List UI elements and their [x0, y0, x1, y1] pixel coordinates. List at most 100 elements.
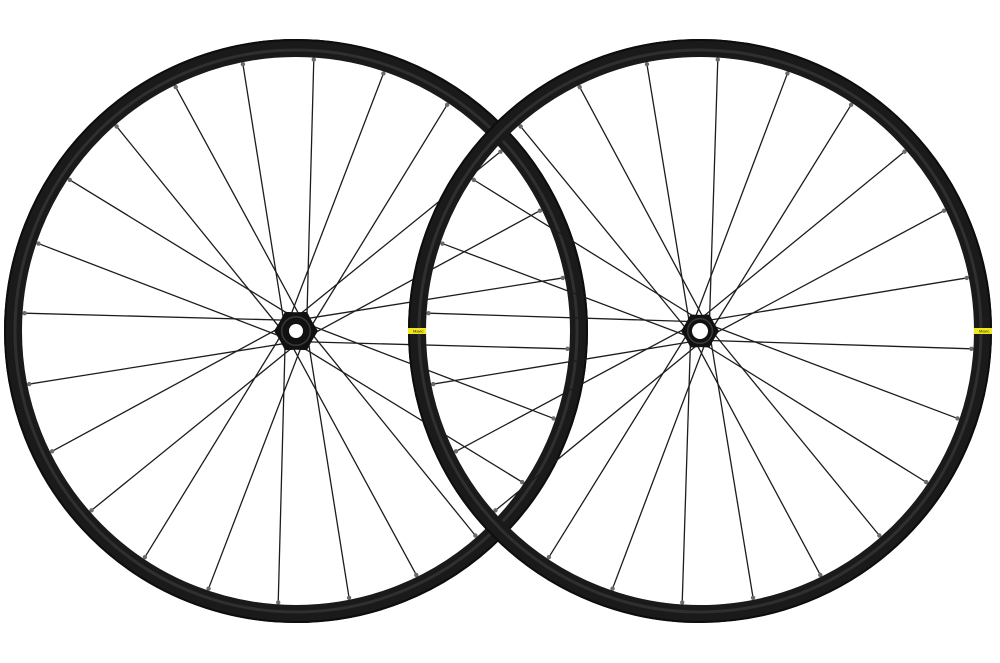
- spoke: [311, 333, 476, 537]
- spoke-nipple: [67, 177, 73, 183]
- yellow-decal: [974, 328, 992, 334]
- spoke: [708, 277, 968, 321]
- hub: [681, 314, 719, 348]
- spoke: [708, 58, 719, 322]
- spoke-nipple: [473, 533, 478, 538]
- spoke: [242, 63, 285, 322]
- spoke-nipple: [414, 572, 419, 578]
- spoke: [310, 324, 555, 420]
- spoke: [520, 125, 687, 330]
- spoke-nipple: [551, 416, 556, 421]
- spoke: [579, 86, 704, 318]
- spoke-nipple: [644, 62, 650, 67]
- spoke-nipple: [114, 124, 119, 129]
- spoke: [611, 343, 706, 590]
- spoke-nipple: [818, 572, 823, 578]
- spoke-nipple: [577, 84, 582, 90]
- spoke: [427, 312, 691, 323]
- spoke: [37, 242, 282, 338]
- spoke: [90, 346, 294, 511]
- spoke-nipple: [89, 508, 94, 513]
- spoke-nipple: [49, 449, 55, 454]
- spoke-nipple: [785, 71, 790, 76]
- spoke: [709, 339, 973, 350]
- spoke: [144, 335, 282, 558]
- spoke: [51, 326, 282, 452]
- spoke-nipple: [431, 381, 436, 387]
- left-wheel: [4, 39, 588, 623]
- spoke: [23, 312, 285, 321]
- spoke: [713, 332, 880, 537]
- spoke: [701, 151, 906, 318]
- spoke-nipple: [955, 416, 960, 421]
- spoke-nipple: [381, 71, 386, 76]
- spoke-nipple: [750, 595, 756, 600]
- rim-decal: Mavic Mavic: [408, 328, 992, 334]
- spoke-nipple: [426, 311, 431, 316]
- spoke-nipple: [206, 586, 211, 591]
- spoke-nipple: [560, 275, 565, 281]
- spoke-nipple: [493, 508, 498, 513]
- spoke: [175, 86, 301, 317]
- spoke-nipple: [27, 381, 32, 387]
- spoke-nipple: [877, 533, 882, 538]
- spoke: [646, 63, 690, 323]
- spoke: [681, 340, 692, 604]
- yellow-decal: [408, 328, 426, 334]
- spoke-nipple: [964, 275, 969, 281]
- axle-hole: [289, 324, 303, 338]
- decal-label: Mavic: [979, 329, 989, 334]
- spoke: [289, 72, 385, 317]
- spoke-nipple: [444, 102, 450, 108]
- spoke-nipple: [902, 149, 907, 154]
- axle-hole: [692, 323, 708, 339]
- spoke-nipple: [969, 346, 974, 351]
- spoke: [116, 125, 281, 329]
- spoke: [300, 345, 523, 483]
- spoke: [307, 340, 350, 599]
- decal-label: Mavic: [413, 329, 423, 334]
- spoke: [713, 210, 945, 335]
- spoke-nipple: [519, 479, 525, 485]
- spoke-nipple: [498, 149, 503, 154]
- spoke-nipple: [537, 208, 543, 213]
- spoke: [494, 344, 699, 511]
- spoke: [207, 345, 303, 590]
- right-wheel: Mavic Mavic: [408, 39, 992, 623]
- spoke-nipple: [546, 554, 552, 560]
- spoke-nipple: [346, 595, 352, 600]
- spoke-nipple: [142, 554, 148, 560]
- spoke-nipple: [715, 57, 720, 62]
- spoke-nipple: [22, 311, 27, 316]
- spoke: [712, 325, 959, 420]
- spoke-nipple: [923, 479, 929, 485]
- spoke-nipple: [848, 102, 854, 108]
- spoke-nipple: [440, 241, 445, 246]
- spoke-nipple: [36, 241, 41, 246]
- spoke: [69, 179, 292, 317]
- spoke: [694, 72, 789, 319]
- spoke-nipple: [173, 84, 178, 90]
- spoke: [277, 342, 286, 604]
- spoke-nipple: [311, 57, 316, 62]
- spoke-nipple: [680, 600, 685, 605]
- hub: [274, 311, 318, 351]
- spoke: [291, 345, 417, 576]
- spoke-nipple: [471, 177, 477, 183]
- spoke-nipple: [565, 346, 570, 351]
- rim: [4, 39, 588, 623]
- spoke-nipple: [610, 586, 615, 591]
- spoke: [432, 341, 692, 385]
- spoke: [696, 344, 821, 576]
- spoke: [710, 339, 754, 599]
- spoke-nipple: [240, 62, 246, 67]
- spoke: [307, 341, 569, 350]
- spoke-nipple: [941, 208, 947, 213]
- spoke: [28, 342, 287, 385]
- spokes: [22, 57, 570, 605]
- spokes: [426, 57, 974, 605]
- spoke: [310, 104, 448, 327]
- spoke: [305, 277, 564, 320]
- spoke-nipple: [453, 449, 459, 454]
